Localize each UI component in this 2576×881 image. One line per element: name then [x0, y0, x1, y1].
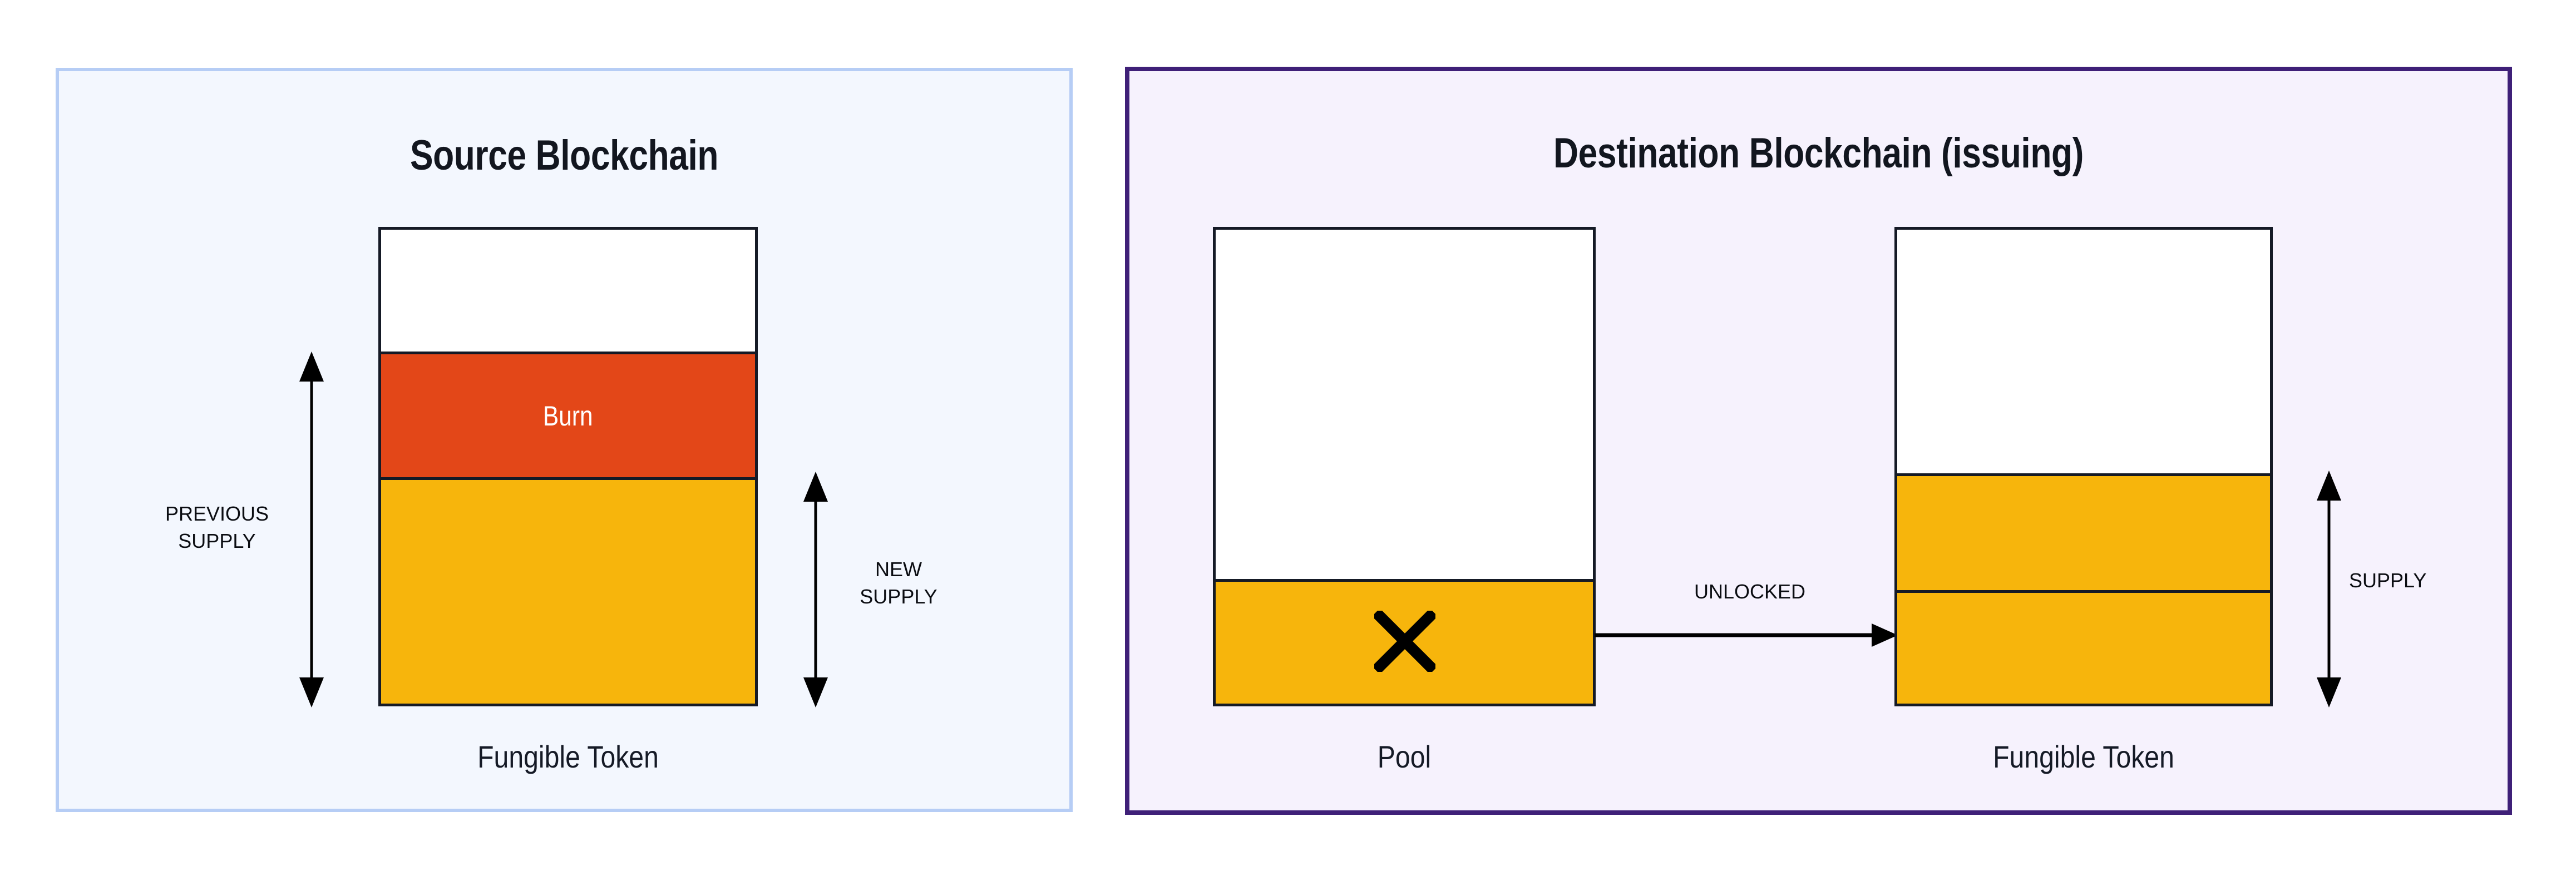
pool-box	[1213, 227, 1596, 706]
dest-token-segment-empty	[1897, 230, 2270, 473]
source-fungible-token-box: Burn	[378, 227, 758, 706]
pool-segment-empty	[1216, 230, 1593, 579]
unlocked-flow-label: UNLOCKED	[1694, 580, 1806, 603]
destination-fungible-token-caption: Fungible Token	[1993, 739, 2174, 774]
new-supply-arrow-icon	[803, 472, 828, 707]
new-supply-label: NEW SUPPLY	[860, 558, 937, 608]
previous-supply-label: PREVIOUS SUPPLY	[165, 502, 269, 552]
supply-label: SUPPLY	[2349, 569, 2427, 592]
source-panel-title: Source Blockchain	[409, 132, 719, 179]
destination-panel-title: Destination Blockchain (issuing)	[1553, 130, 2084, 177]
source-fungible-token-caption: Fungible Token	[477, 739, 659, 774]
unlocked-right-arrow-icon	[1595, 623, 1898, 647]
pool-segment-locked	[1216, 579, 1593, 704]
previous-supply-arrow-icon	[299, 352, 324, 707]
pool-caption: Pool	[1377, 739, 1432, 774]
source-token-segment-burn: Burn	[381, 352, 755, 480]
destination-fungible-token-box	[1894, 227, 2273, 706]
source-token-segment-empty	[381, 230, 755, 352]
supply-arrow-icon	[2317, 471, 2341, 707]
dest-token-segment-existing	[1897, 590, 2270, 704]
burn-segment-label: Burn	[543, 400, 593, 432]
source-token-segment-remaining	[381, 480, 755, 704]
dest-token-segment-minted	[1897, 473, 2270, 590]
